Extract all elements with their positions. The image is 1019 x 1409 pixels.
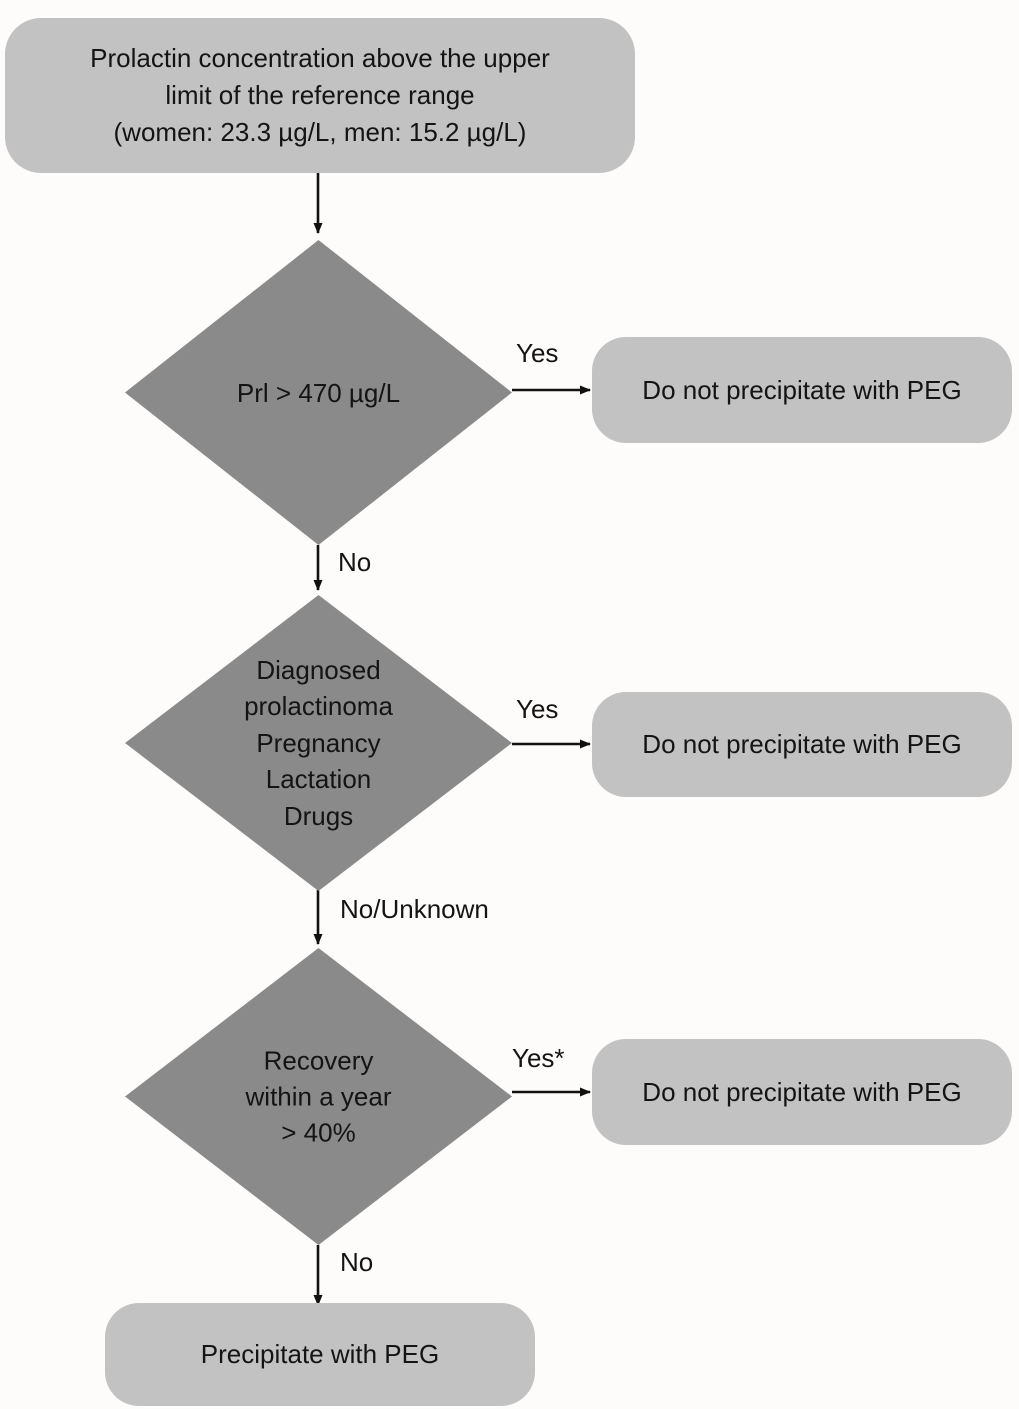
edge-label-decision1-yes: Yes (516, 338, 559, 368)
edge-label-decision1-no: No (338, 547, 372, 577)
edge-label-decision3-yes: Yes* (512, 1043, 565, 1073)
node-start-line1: Prolactin concentration above the upper (90, 43, 550, 74)
node-outcome-do-not-precipitate-3[interactable]: Do not precipitate with PEG (592, 1039, 1012, 1145)
decision2-diamond-shape (125, 595, 512, 891)
node-outcome-do-not-precipitate-1[interactable]: Do not precipitate with PEG (592, 337, 1012, 443)
node-final-label: Precipitate with PEG (200, 1339, 440, 1370)
node-outcome-do-not-precipitate-2[interactable]: Do not precipitate with PEG (592, 692, 1012, 797)
node-start-text: Prolactin concentration above the upper … (90, 40, 550, 151)
decision3-diamond-shape (125, 948, 512, 1245)
node-outcome-1-label: Do not precipitate with PEG (642, 374, 962, 405)
node-start-line3: (women: 23.3 µg/L, men: 15.2 µg/L) (113, 116, 527, 147)
node-decision-prl-threshold[interactable]: Prl > 470 µg/L (125, 240, 512, 545)
node-outcome-2-label: Do not precipitate with PEG (642, 729, 962, 760)
edge-label-decision2-yes: Yes (516, 694, 559, 724)
node-decision-secondary-causes[interactable]: Diagnosed prolactinoma Pregnancy Lactati… (125, 595, 512, 891)
edge-label-decision2-no: No/Unknown (340, 894, 489, 924)
edge-label-decision3-no: No (340, 1247, 374, 1277)
node-final-precipitate-with-peg[interactable]: Precipitate with PEG (105, 1303, 535, 1406)
decision1-diamond-shape (125, 240, 512, 545)
node-decision-recovery-rate[interactable]: Recovery within a year > 40% (125, 948, 512, 1245)
node-outcome-3-label: Do not precipitate with PEG (642, 1076, 962, 1107)
node-start-line2: limit of the reference range (165, 80, 475, 111)
node-start[interactable]: Prolactin concentration above the upper … (5, 18, 635, 173)
